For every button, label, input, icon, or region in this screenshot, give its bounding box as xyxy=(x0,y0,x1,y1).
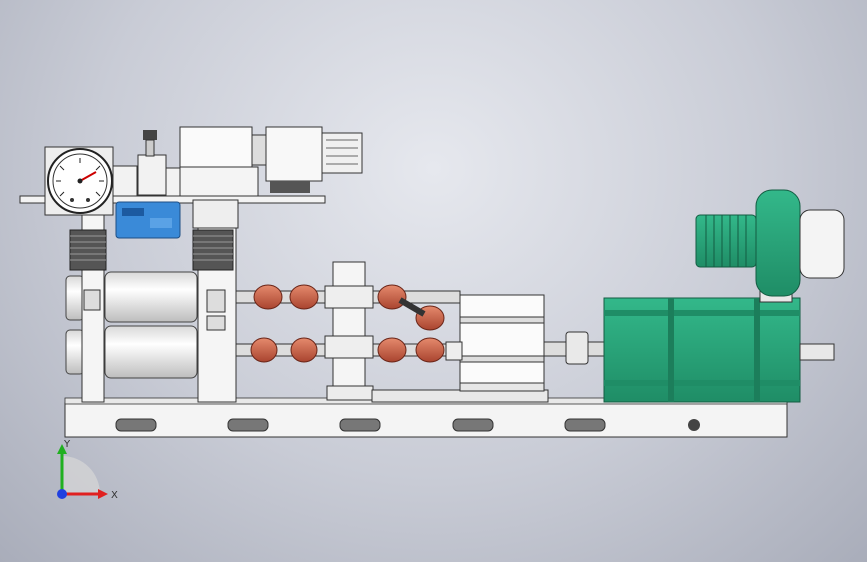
motor-coupling[interactable] xyxy=(543,331,607,365)
pressure-gauge-icon[interactable] xyxy=(44,146,114,216)
servo-motor-top[interactable] xyxy=(265,126,363,193)
valve-assembly[interactable] xyxy=(112,130,181,197)
cooling-fan[interactable] xyxy=(695,189,845,297)
x-axis-label: X xyxy=(111,490,118,501)
main-drive-motor[interactable] xyxy=(603,289,835,403)
mill-housing-right[interactable] xyxy=(192,199,239,403)
y-axis-label: Y xyxy=(63,439,71,450)
lower-roll[interactable] xyxy=(104,325,198,379)
coordinate-triad-icon[interactable]: Y X xyxy=(40,436,160,526)
upper-roll[interactable] xyxy=(104,271,198,323)
upper-spindle[interactable] xyxy=(235,284,461,331)
base-frame[interactable] xyxy=(64,397,788,438)
roll-end-left[interactable] xyxy=(65,275,85,375)
control-box[interactable] xyxy=(179,126,267,197)
hydraulic-block[interactable] xyxy=(115,201,181,239)
spindle-support-stand[interactable] xyxy=(324,261,549,403)
lower-spindle[interactable] xyxy=(235,337,461,363)
gearbox[interactable] xyxy=(445,294,545,392)
